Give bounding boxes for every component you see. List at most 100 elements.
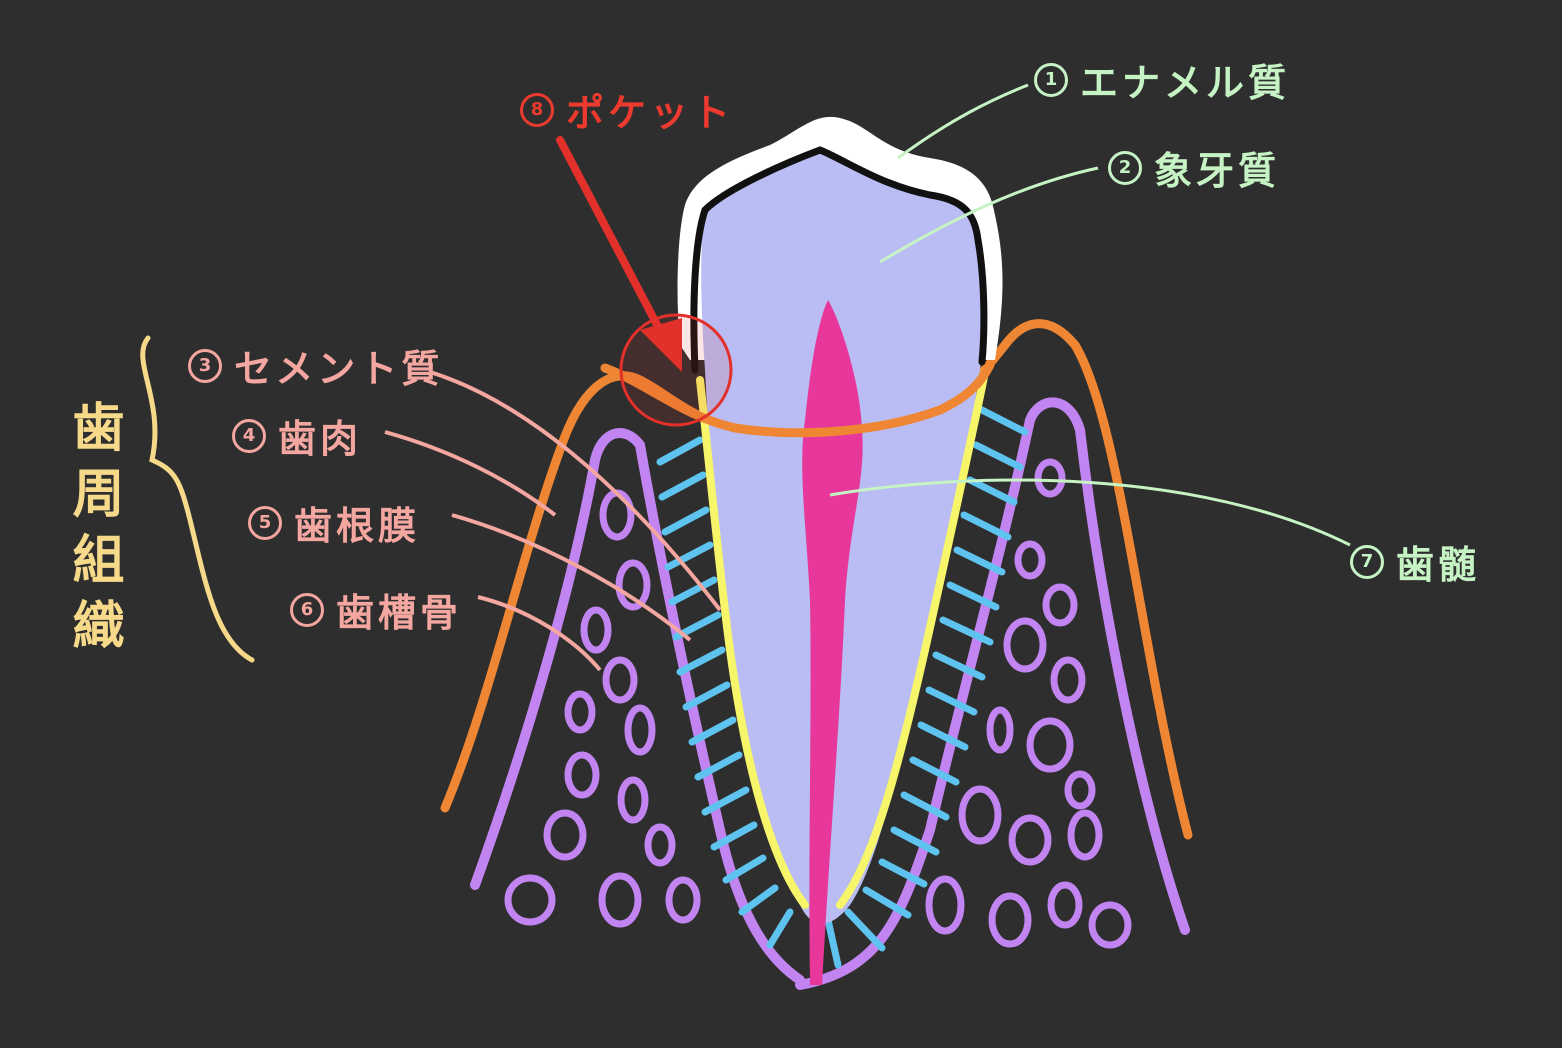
pdl-fiber bbox=[900, 791, 950, 821]
leader-cementum bbox=[429, 370, 722, 612]
label-gingiva: 4 歯肉 bbox=[232, 408, 362, 463]
bone-cavity bbox=[1014, 540, 1046, 580]
bone-cavity bbox=[1008, 814, 1052, 866]
pdl-fiber bbox=[766, 908, 794, 949]
pdl-fiber bbox=[694, 751, 743, 781]
pdl-fiber bbox=[972, 441, 1024, 471]
pdl-fiber bbox=[953, 546, 1006, 576]
bone-cavity bbox=[958, 785, 1002, 845]
periodontal-brace bbox=[140, 335, 255, 663]
pdl-fiber bbox=[701, 786, 750, 816]
leader-dentin bbox=[879, 166, 1099, 264]
pdl-fiber bbox=[978, 406, 1029, 436]
bone-cavity bbox=[1050, 656, 1086, 704]
label-text: エナメル質 bbox=[1080, 61, 1291, 105]
bone-cavity bbox=[504, 874, 556, 926]
label-cementum: 3 セメント質 bbox=[188, 338, 443, 393]
pdl-fiber bbox=[824, 916, 842, 969]
pocket-arrowhead bbox=[640, 318, 682, 372]
cementum-right bbox=[836, 368, 989, 909]
bone-cavity bbox=[925, 875, 965, 935]
pdl-fiber bbox=[932, 651, 986, 681]
pocket-circle bbox=[619, 313, 733, 427]
alveolar-bone-right bbox=[795, 397, 1190, 990]
leader-enamel bbox=[897, 83, 1029, 160]
pdl-fiber bbox=[960, 511, 1012, 541]
label-number: 3 bbox=[188, 348, 222, 383]
gingival-margin bbox=[600, 360, 995, 438]
bone-cavity bbox=[580, 606, 612, 654]
pdl-fiber bbox=[656, 436, 704, 466]
bone-cavity bbox=[1034, 458, 1066, 498]
bone-cavity bbox=[1088, 901, 1132, 949]
leader-pulp bbox=[829, 478, 1351, 547]
bone-cavity bbox=[598, 872, 642, 928]
leader-pdl bbox=[451, 513, 692, 642]
label-number: 4 bbox=[232, 418, 266, 453]
pdl-fiber bbox=[862, 886, 912, 919]
label-number: 5 bbox=[248, 505, 282, 540]
label-text: 歯肉 bbox=[278, 417, 363, 461]
cementum-left bbox=[696, 376, 809, 909]
pdl-fiber bbox=[917, 721, 969, 751]
leader-bone bbox=[477, 595, 602, 672]
bone-cavity bbox=[1047, 881, 1083, 929]
bone-cavity bbox=[644, 823, 676, 867]
pdl-fiber bbox=[890, 826, 940, 856]
label-text: 歯根膜 bbox=[294, 504, 421, 548]
label-dentin: 2 象牙質 bbox=[1108, 140, 1280, 195]
pdl-fiber bbox=[682, 681, 731, 711]
label-pdl: 5 歯根膜 bbox=[248, 495, 420, 550]
pdl-fiber bbox=[668, 576, 718, 606]
bone-cavity bbox=[665, 876, 701, 924]
bone-cavity bbox=[564, 751, 600, 799]
label-number: 2 bbox=[1108, 150, 1142, 185]
bone-cavity bbox=[1003, 617, 1047, 673]
pdl-fiber bbox=[946, 581, 1000, 611]
label-enamel: 1 エナメル質 bbox=[1034, 52, 1290, 107]
label-number: 6 bbox=[290, 592, 324, 627]
bone-cavity bbox=[602, 656, 638, 704]
bone-cavity bbox=[1026, 717, 1074, 773]
bone-cavity bbox=[615, 559, 651, 611]
pdl-fiber bbox=[664, 541, 714, 571]
label-text: 象牙質 bbox=[1154, 149, 1281, 193]
bone-cavity bbox=[1064, 770, 1096, 810]
label-text: 歯髄 bbox=[1396, 543, 1481, 587]
bone-cavity bbox=[1042, 583, 1078, 627]
pdl-fiber bbox=[722, 854, 767, 884]
pdl-fiber bbox=[658, 471, 707, 501]
periodontal-tissue-label: 歯周組織 bbox=[63, 400, 123, 664]
pdl-fiber bbox=[738, 884, 779, 916]
bone-cavity bbox=[617, 776, 649, 824]
bone-cavity bbox=[624, 704, 656, 756]
pocket-arrow bbox=[556, 136, 669, 344]
pdl-fiber bbox=[966, 476, 1018, 506]
pdl-fiber bbox=[878, 858, 928, 888]
bone-cavity bbox=[1067, 809, 1103, 861]
label-text: セメント質 bbox=[234, 347, 444, 391]
bone-cavity bbox=[564, 690, 596, 734]
pdl-fiber bbox=[844, 908, 886, 952]
pdl-fiber bbox=[939, 616, 994, 646]
label-text: ポケット bbox=[566, 91, 735, 135]
label-pulp: 7 歯髄 bbox=[1350, 534, 1480, 589]
pdl-fiber bbox=[688, 716, 737, 746]
bone-cavity bbox=[543, 809, 587, 861]
label-number: 1 bbox=[1034, 62, 1068, 97]
dej-line bbox=[690, 146, 988, 374]
label-pocket: 8 ポケット bbox=[520, 82, 734, 137]
bone-cavity bbox=[599, 489, 635, 541]
pdl-fiber bbox=[661, 506, 710, 536]
bone-cavity bbox=[986, 706, 1014, 754]
pulp-shape bbox=[802, 300, 863, 985]
pdl-fiber bbox=[676, 646, 726, 676]
label-number: 8 bbox=[520, 92, 554, 127]
leader-gingiva bbox=[384, 430, 557, 517]
pdl-fiber bbox=[925, 686, 978, 716]
pdl-fiber bbox=[909, 756, 960, 786]
bone-cavity bbox=[988, 892, 1032, 948]
label-alveolar-bone: 6 歯槽骨 bbox=[290, 582, 462, 637]
